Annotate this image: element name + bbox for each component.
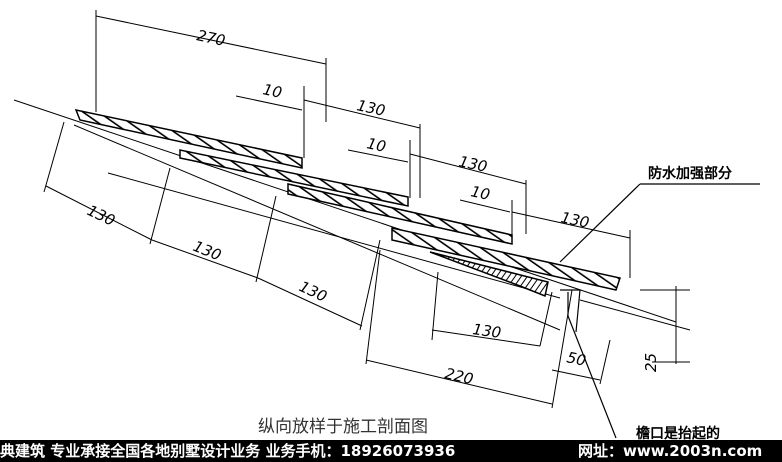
waterproof-label: 防水加强部分 (648, 165, 732, 182)
dim-130-left-1: 130 (84, 201, 118, 229)
shingle-course-2 (179, 149, 409, 207)
dim-50: 50 (565, 348, 587, 370)
roof-section-drawing: 270 10 130 10 130 10 130 130 130 130 130… (13, 10, 760, 440)
extension-lines (43, 10, 690, 409)
dim-130-bottom: 130 (471, 320, 502, 342)
leader-lines (559, 183, 760, 439)
footer-banner: 典建筑 专业承接全国各地别墅设计业务 业务手机：18926073936 网址：w… (0, 440, 782, 462)
dim-25: 25 (642, 353, 660, 372)
slope-lines (13, 99, 691, 331)
shingle-courses (74, 108, 621, 298)
footer-company-text: 典建筑 专业承接全国各地别墅设计业务 业务手机：18926073936 (0, 442, 456, 460)
shingle-course-3 (287, 183, 513, 245)
drawing-title: 纵向放样于施工剖面图 (258, 417, 428, 437)
eave-label: 檐口是抬起的 (636, 425, 720, 440)
dim-220: 220 (443, 364, 475, 388)
waterproof-reinforcement (429, 251, 549, 298)
dim-130-left-2: 130 (191, 237, 224, 264)
dim-10-b: 10 (365, 134, 387, 156)
dimension-lines (45, 15, 677, 405)
shingle-course-1 (74, 108, 303, 169)
shingle-course-4 (391, 227, 621, 291)
dim-10-a: 10 (261, 80, 283, 102)
dim-10-c: 10 (469, 182, 491, 204)
dim-130-b: 130 (457, 152, 489, 176)
footer-website-text[interactable]: 网址：www.2003n.com (578, 442, 763, 460)
dim-270: 270 (195, 26, 227, 50)
dim-130-c: 130 (559, 208, 591, 232)
dim-130-left-3: 130 (296, 277, 330, 305)
dim-130-a: 130 (355, 96, 387, 120)
